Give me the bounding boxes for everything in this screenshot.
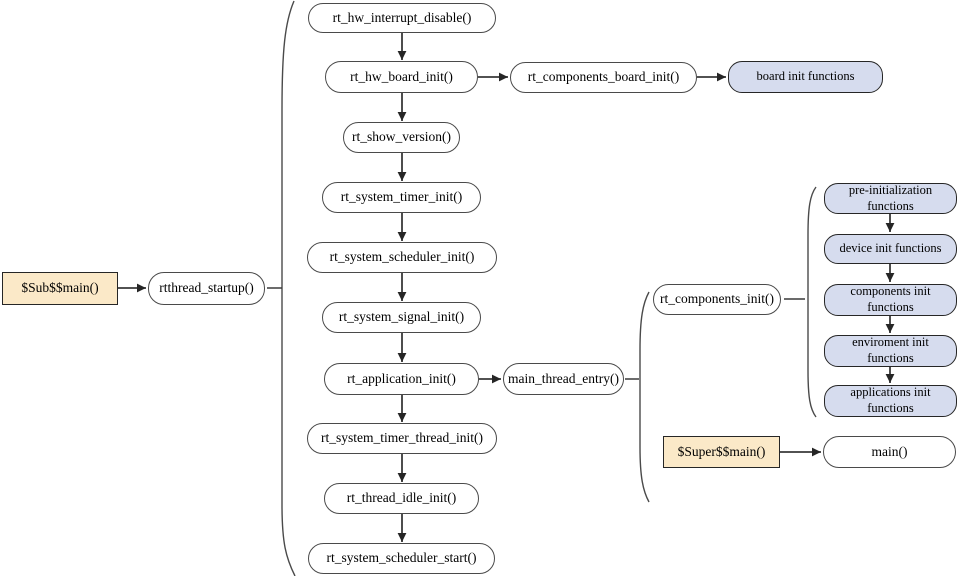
- node-rt-application-init: rt_application_init(): [324, 363, 479, 395]
- node-rtthread-startup: rtthread_startup(): [148, 272, 265, 305]
- brace-main-thread-entry: [639, 291, 650, 503]
- node-device-init-functions: device init functions: [824, 234, 957, 264]
- node-main: main(): [823, 436, 956, 468]
- node-board-init-functions: board init functions: [728, 61, 883, 93]
- node-rt-system-signal-init: rt_system_signal_init(): [322, 302, 481, 333]
- node-rt-components-init: rt_components_init(): [653, 284, 781, 315]
- node-rt-components-board-init: rt_components_board_init(): [510, 62, 697, 93]
- node-pre-initialization-functions: pre-initialization functions: [824, 183, 957, 214]
- node-rt-system-timer-init: rt_system_timer_init(): [322, 182, 481, 213]
- node-super-main: $Super$$main(): [663, 436, 780, 468]
- node-rt-system-scheduler-init: rt_system_scheduler_init(): [307, 242, 497, 273]
- flow-arrows: [118, 33, 895, 542]
- node-rt-hw-board-init: rt_hw_board_init(): [325, 61, 478, 93]
- node-rt-system-scheduler-start: rt_system_scheduler_start(): [308, 543, 495, 574]
- node-rt-hw-interrupt-disable: rt_hw_interrupt_disable(): [308, 3, 496, 33]
- brace-components-init: [807, 186, 817, 418]
- node-rt-system-timer-thread-init: rt_system_timer_thread_init(): [307, 423, 497, 454]
- node-applications-init-functions: applications init functions: [824, 385, 957, 417]
- node-enviroment-init-functions: enviroment init functions: [824, 335, 957, 367]
- node-components-init-functions: components init functions: [824, 284, 957, 316]
- node-rt-thread-idle-init: rt_thread_idle_init(): [324, 483, 479, 514]
- brace-rtthread-startup: [281, 0, 296, 576]
- node-sub-main: $Sub$$main(): [2, 272, 118, 305]
- node-rt-show-version: rt_show_version(): [343, 122, 460, 153]
- brace-connector-dashes: [267, 287, 805, 380]
- node-main-thread-entry: main_thread_entry(): [503, 363, 624, 395]
